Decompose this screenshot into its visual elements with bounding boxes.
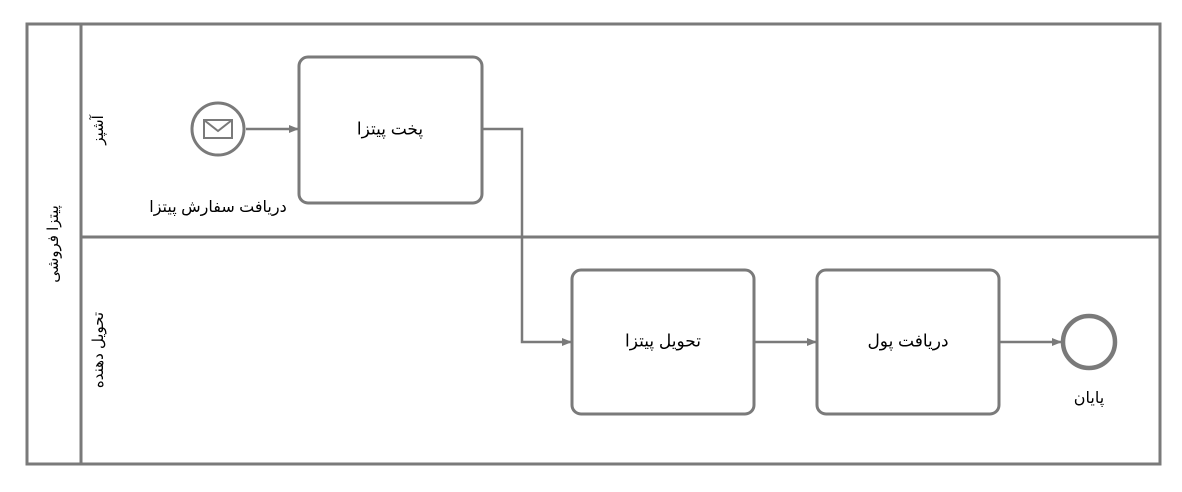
pool-label: پیتزا فروشی [45,205,63,283]
end-event-label: پایان [1074,390,1104,408]
task-deliver-pizza-label: تحویل پیتزا [625,331,701,351]
task-deliver-pizza[interactable]: تحویل پیتزا [570,268,756,416]
envelope-icon [203,119,233,139]
lane-label-delivery: تحویل دهنده [90,312,107,388]
task-bake-pizza[interactable]: پخت پیتزا [297,55,484,205]
flow-bake-to-deliver[interactable] [482,127,572,346]
end-event[interactable] [1060,313,1118,371]
lane-label-chef: آشپز [89,114,108,145]
task-receive-payment-label: دریافت پول [867,331,948,351]
start-event-label: دریافت سفارش پیتزا [149,199,286,217]
start-event[interactable] [190,101,246,157]
task-bake-pizza-label: پخت پیتزا [357,119,423,139]
task-receive-payment[interactable]: دریافت پول [815,268,1001,416]
